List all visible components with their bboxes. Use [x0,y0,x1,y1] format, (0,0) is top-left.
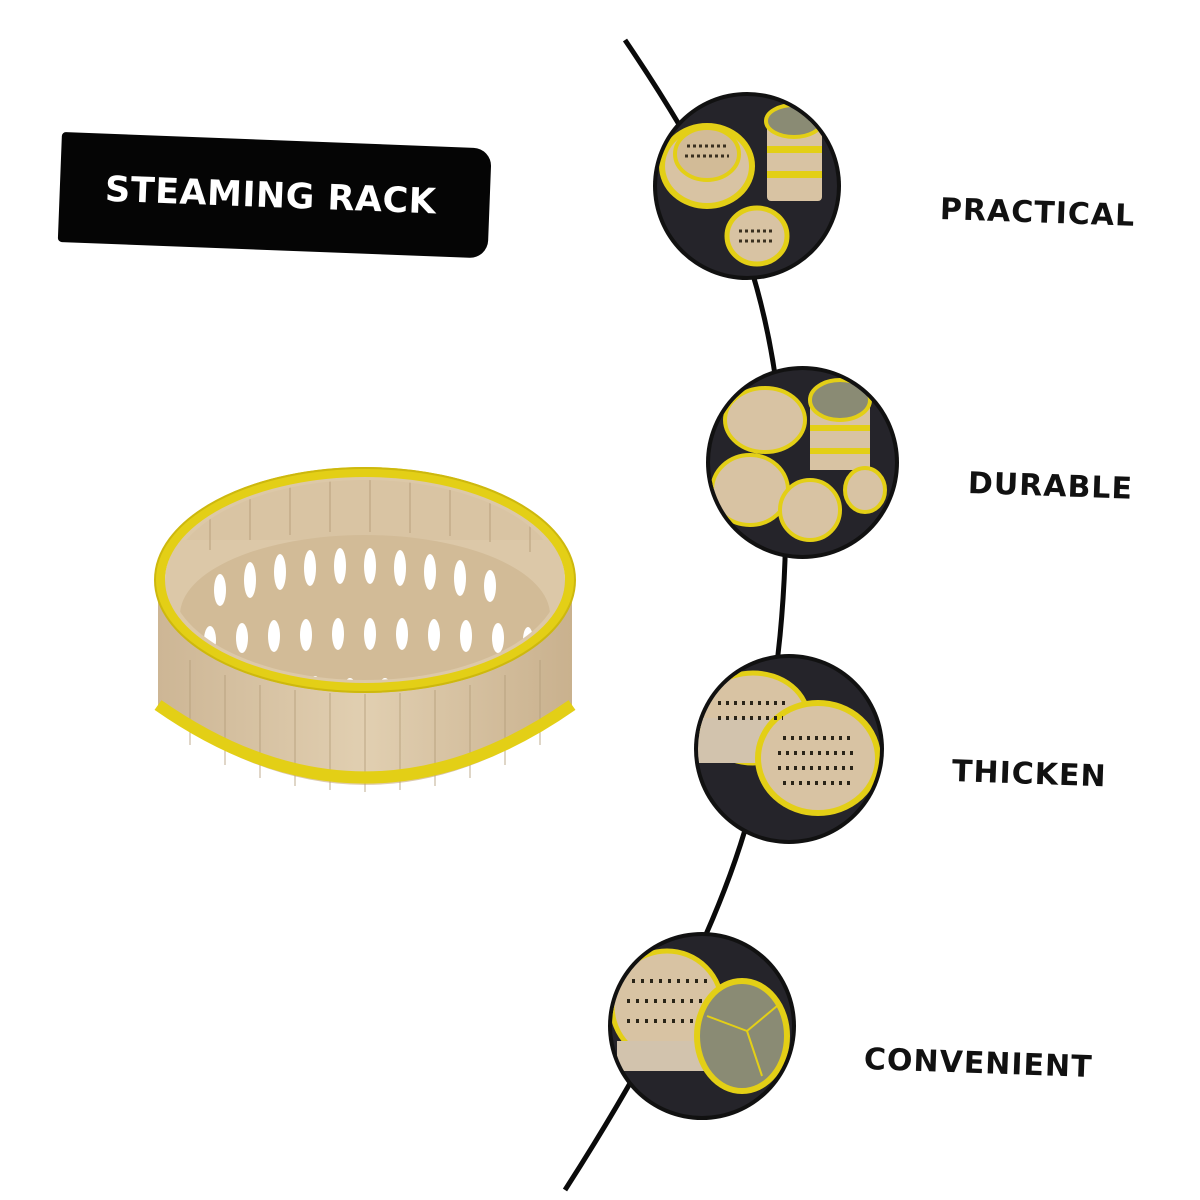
basket-and-lid-image [612,948,790,1094]
feature-label-thicken: THICKEN [951,754,1108,795]
nested-steamer-set-image [659,103,824,267]
feature-thumb-thicken [698,658,880,840]
feature-label-practical: PRACTICAL [939,192,1136,234]
feature-thumb-practical [657,96,837,276]
steamer-basket-image [154,467,576,792]
steamer-set-arranged-image [710,378,887,542]
feature-label-durable: DURABLE [967,466,1134,507]
feature-thumb-convenient [612,936,792,1116]
feature-thumb-durable [710,370,895,555]
two-steamer-baskets-image [698,670,880,816]
